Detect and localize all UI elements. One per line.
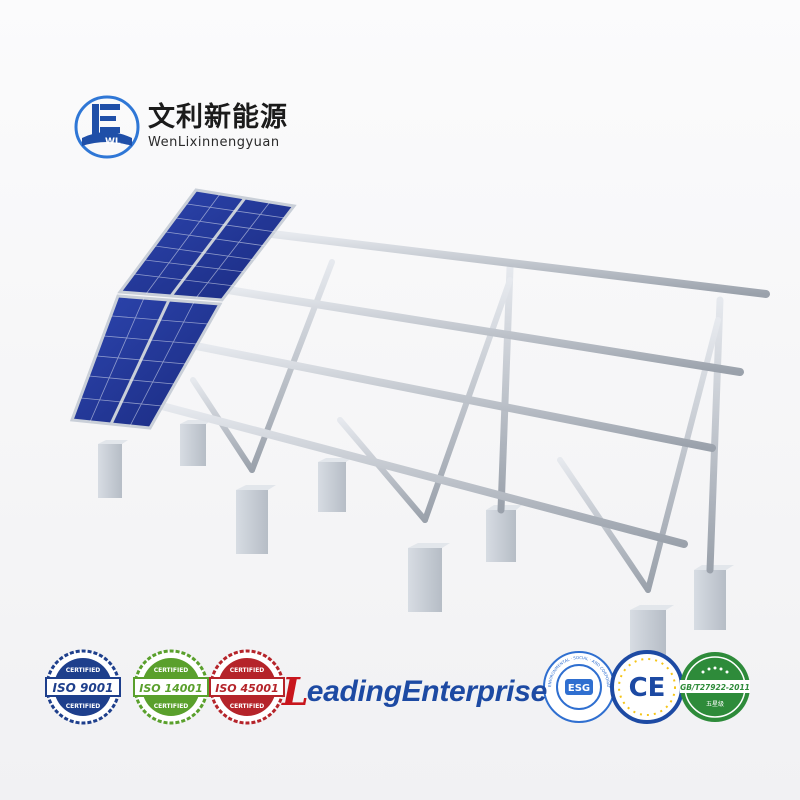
esg-icon: ESG ENVIRONMENTAL · SOCIAL · AND CORPORA…: [540, 648, 615, 723]
brand-name-cn: 文利新能源: [148, 102, 288, 133]
wenli-logo-icon: WL: [74, 95, 140, 159]
rails: [158, 230, 770, 548]
gb-label: GB/T27922-2011: [680, 683, 750, 692]
esg-label: ESG: [568, 683, 590, 694]
footing: [486, 505, 522, 562]
gb-standard-icon: GB/T27922-2011 五星级: [680, 652, 750, 722]
esg-badge: ESG ENVIRONMENTAL · SOCIAL · AND CORPORA…: [540, 648, 618, 726]
footings: [98, 420, 734, 660]
footing: [236, 485, 276, 554]
certifications-strip: ISO 9001 CERTIFIED CERTIFIED ISO 14001 C…: [0, 640, 800, 736]
footing: [318, 458, 352, 512]
brand-name-en: WenLixinnengyuan: [148, 135, 280, 150]
iso-45001-top: CERTIFIED: [230, 667, 265, 674]
solar-mount-illustration: [69, 188, 770, 660]
leading-mark: L: [282, 669, 309, 714]
iso-9001-top: CERTIFIED: [66, 667, 101, 674]
iso-14001-label: ISO 14001: [139, 682, 202, 695]
iso-45001-bottom: CERTIFIED: [230, 703, 265, 710]
iso-9001-icon: ISO 9001 CERTIFIED CERTIFIED: [45, 649, 121, 725]
logo-letters: WL: [105, 137, 121, 147]
brand-header: WL 文利新能源 WenLixinnengyuan: [74, 94, 288, 160]
iso-9001-bottom: CERTIFIED: [66, 703, 101, 710]
iso-14001-bottom: CERTIFIED: [154, 703, 189, 710]
gb-badge: GB/T27922-2011 五星级: [676, 648, 754, 726]
footing: [408, 543, 450, 612]
iso-14001-icon: ISO 14001 CERTIFIED CERTIFIED: [133, 649, 209, 725]
footing: [98, 440, 128, 498]
ce-icon: CE: [610, 650, 684, 724]
iso-9001-badge: ISO 9001 CERTIFIED CERTIFIED: [44, 648, 122, 726]
iso-45001-badge: ISO 45001 CERTIFIED CERTIFIED: [208, 648, 286, 726]
ce-badge: CE: [608, 648, 686, 726]
footing: [694, 565, 734, 630]
panel-grid: [80, 193, 286, 427]
leading-enterprise-logo: L eadingEnterprise: [282, 672, 547, 712]
iso-9001-label: ISO 9001: [53, 681, 114, 695]
gb-stars: [701, 666, 729, 674]
footing: [630, 605, 674, 660]
braces: [190, 259, 721, 593]
iso-14001-top: CERTIFIED: [154, 667, 189, 674]
iso-45001-label: ISO 45001: [215, 682, 278, 695]
footing: [180, 420, 212, 466]
solar-panel: [69, 188, 297, 430]
iso-45001-icon: ISO 45001 CERTIFIED CERTIFIED: [209, 649, 285, 725]
iso-14001-badge: ISO 14001 CERTIFIED CERTIFIED: [132, 648, 210, 726]
leading-text: eadingEnterprise: [306, 675, 548, 708]
ce-label: CE: [629, 673, 666, 703]
gb-sub: 五星级: [706, 700, 724, 708]
